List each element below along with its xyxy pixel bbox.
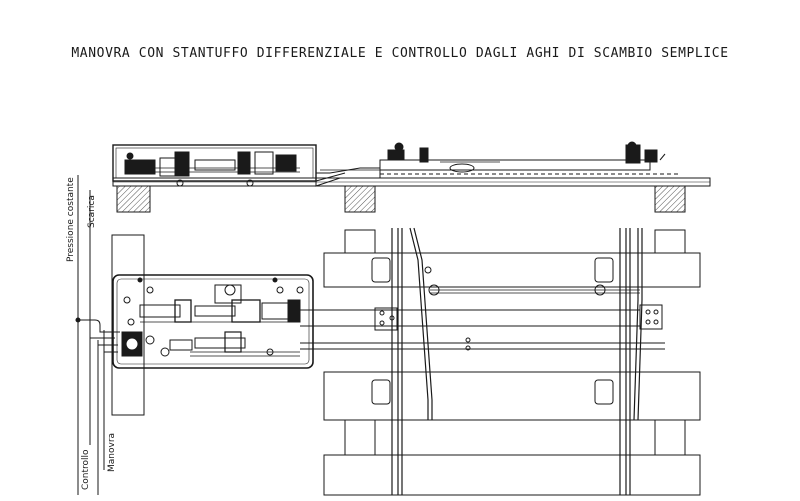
rod-eye-left [428, 284, 440, 296]
diagram-title: MANOVRA CON STANTUFFO DIFFERENZIALE E CO… [71, 46, 729, 61]
plan-sleeper-2 [323, 371, 701, 421]
plan-sleeper-left [111, 234, 145, 416]
rod-clamp-right [639, 304, 663, 330]
motor-box-elevation [112, 144, 317, 182]
sleeper-section-2 [344, 185, 376, 213]
plan-sleeper-1 [323, 252, 701, 288]
rod-eye-right [594, 284, 606, 296]
elevation-view [112, 141, 711, 213]
plan-view [75, 175, 701, 496]
rails [391, 227, 643, 495]
pipe-lines [75, 175, 120, 495]
point-lock-1 [387, 149, 405, 161]
stretcher-bar-elevation [379, 159, 651, 171]
rod-clamp-left [374, 307, 398, 331]
sleeper-section-3 [654, 185, 686, 213]
motor-box-plan [112, 274, 314, 369]
cylinder-block [124, 159, 156, 175]
connecting-rod-end [449, 163, 475, 173]
sleeper-section-1 [116, 185, 151, 213]
plan-sleeper-3 [323, 454, 701, 496]
